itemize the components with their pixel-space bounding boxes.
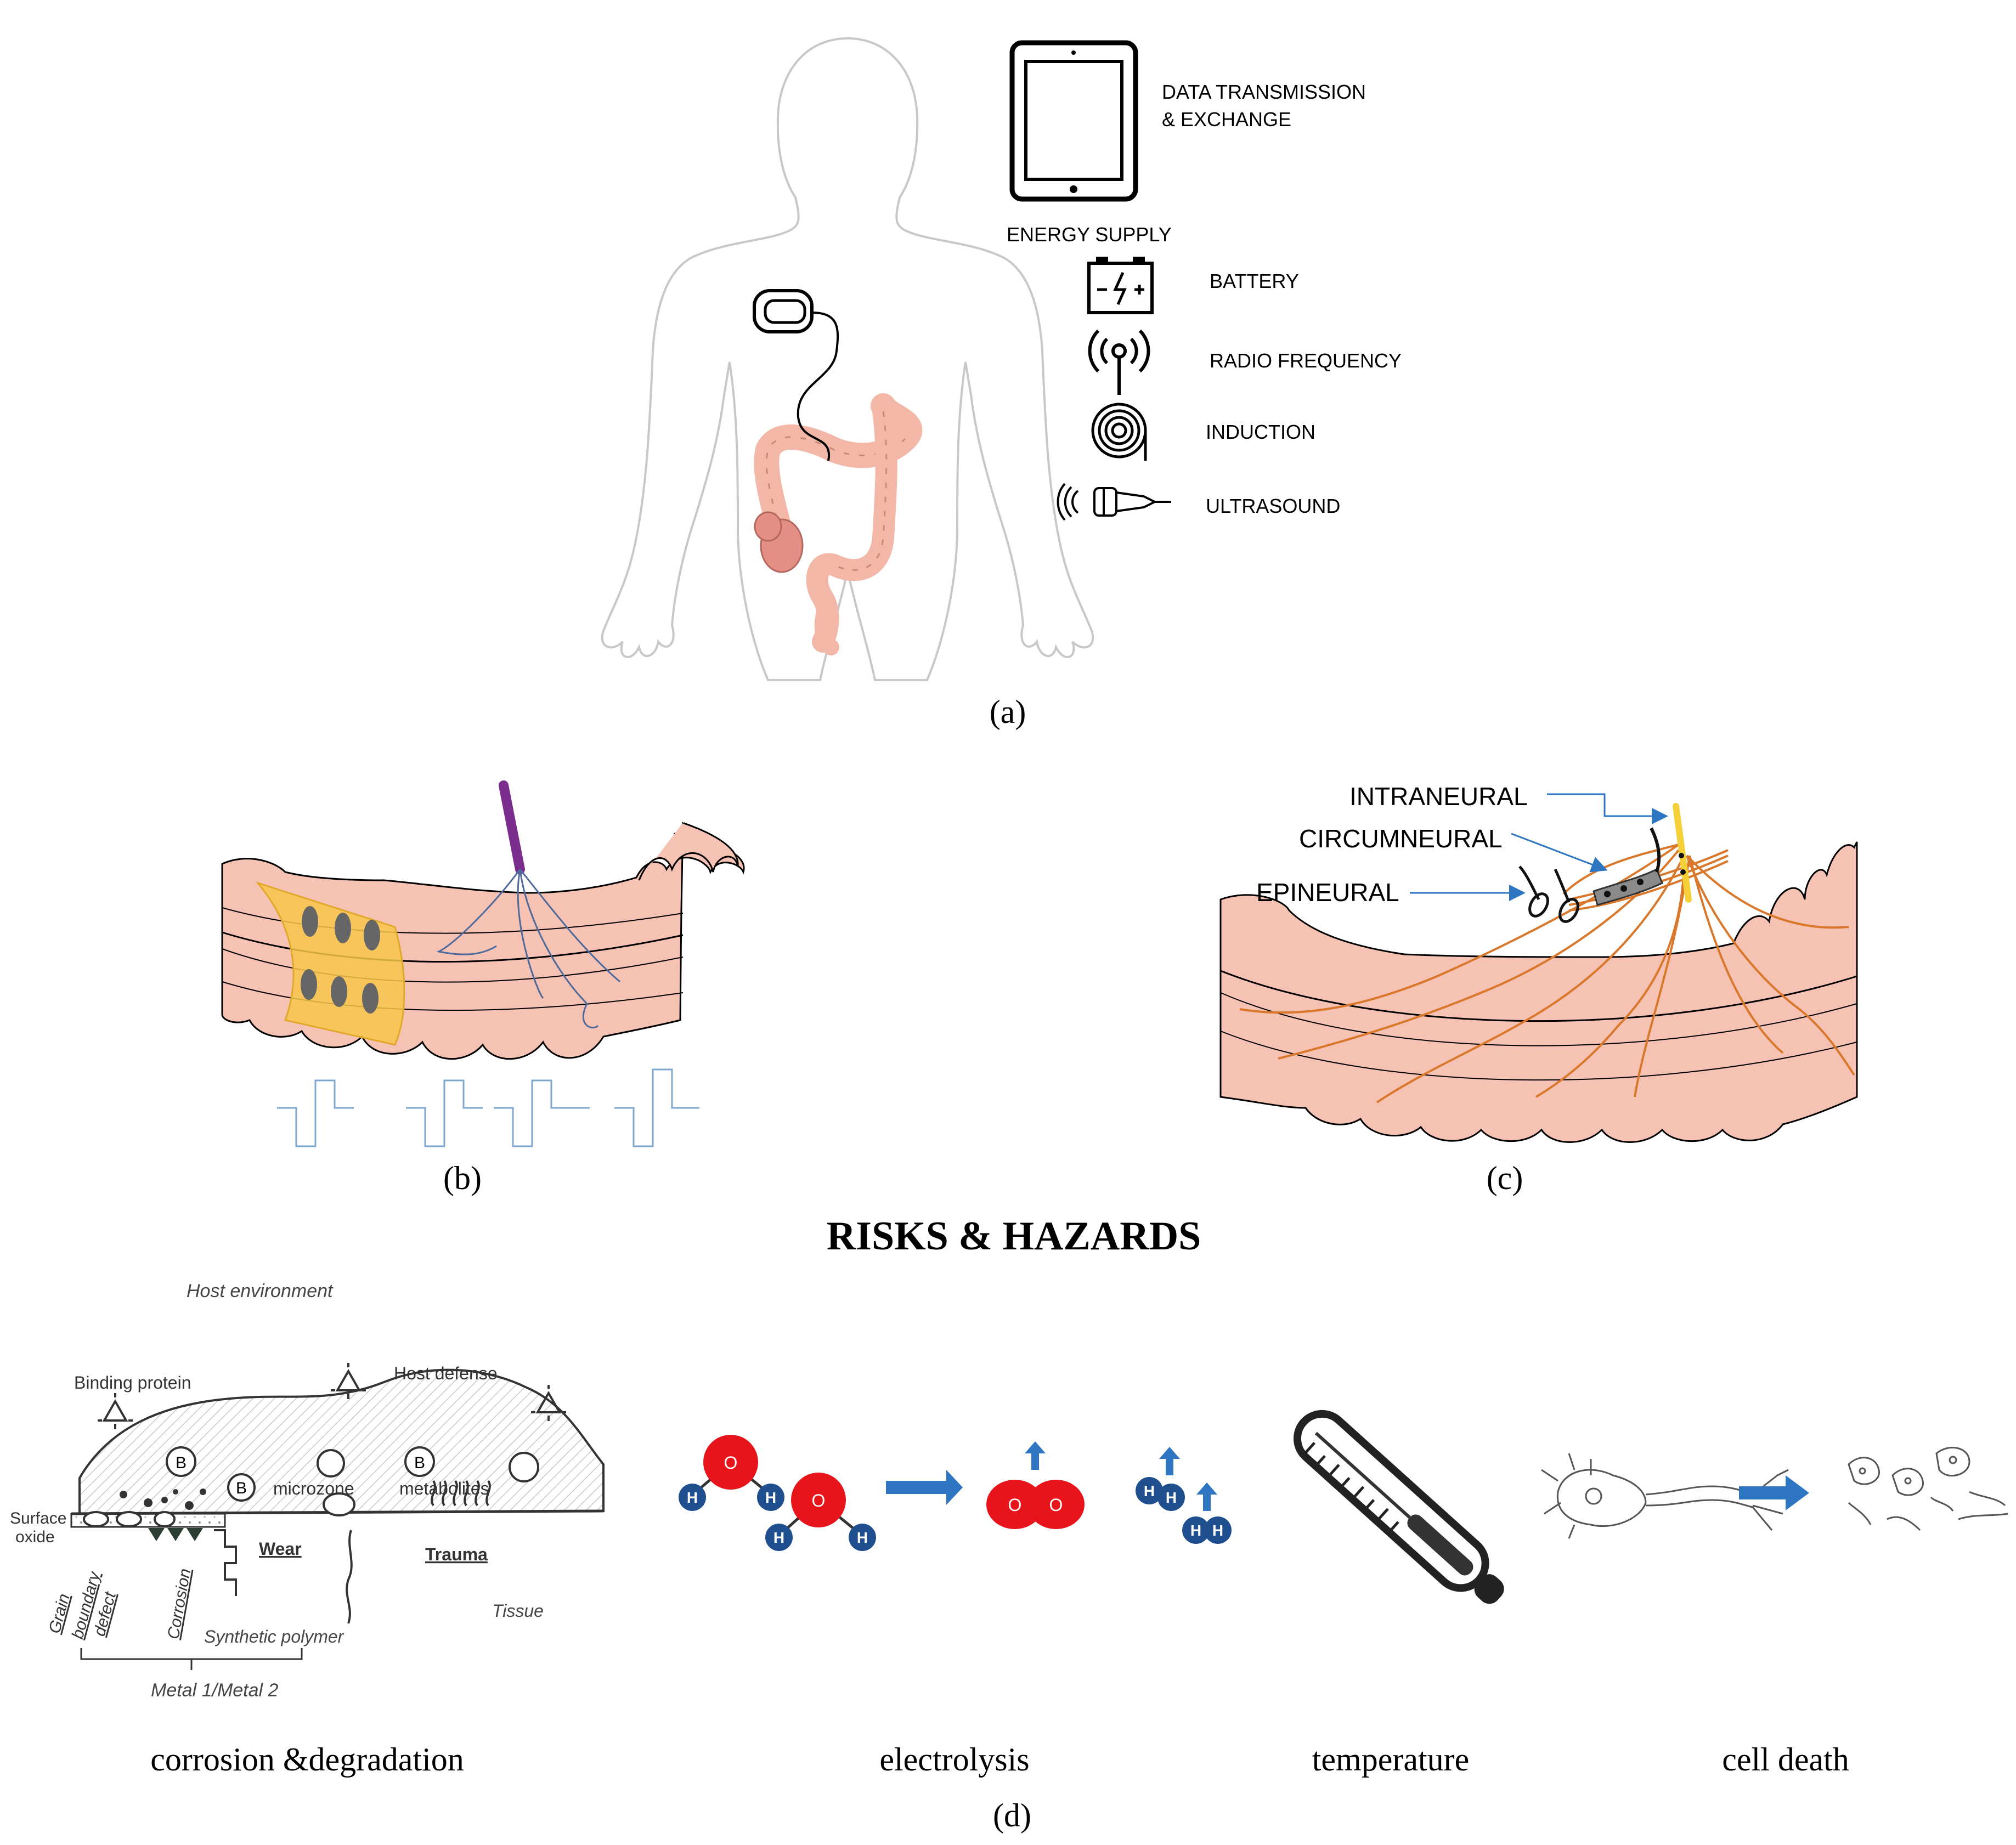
svg-text:H: H [1190,1522,1201,1539]
microzone-label: microzone [273,1479,354,1498]
svg-text:H: H [1144,1482,1155,1499]
surface-oxide-line1: Surface [10,1509,66,1527]
electrolysis-diagram: O H H O H H O O [679,1435,1232,1551]
oxygen-molecule: O O [986,1441,1085,1529]
wear-label: Wear [259,1539,302,1559]
cell-death-arrow-shape [1739,1475,1809,1510]
tablet-icon [1009,40,1138,202]
svg-text:O: O [724,1453,738,1473]
panel-a: DATA TRANSMISSION & EXCHANGE ENERGY SUPP… [601,37,1402,730]
battery-label: BATTERY [1210,270,1299,292]
trauma-label: Trauma [425,1544,488,1564]
nerve-fibers [1239,844,1855,1103]
metal-bracket [80,1648,303,1670]
tissue-label: Tissue [492,1601,544,1621]
hydrogen-molecules: H H H H [1136,1447,1232,1544]
risks-hazards-title: RISKS & HAZARDS [827,1214,1201,1259]
needle-electrode [436,780,620,1029]
battery-icon [1087,257,1154,314]
svg-text:H: H [687,1489,698,1506]
host-defense-label: Host defense [394,1363,498,1383]
label-corrosion-degradation: corrosion &degradation [150,1741,464,1778]
stimulation-waveform [277,1068,699,1147]
label-cell-death: cell death [1722,1741,1849,1778]
grain-label: Grain [46,1592,74,1635]
corrosion-pits [148,1528,203,1541]
colon-anatomy [754,393,923,655]
colon-segment-c [1219,841,1858,1143]
svg-text:H: H [773,1529,784,1546]
thermometer-icon [1293,1410,1504,1604]
data-transmission-line1: DATA TRANSMISSION [1162,81,1366,103]
dead-cell-fragments [1848,1446,2008,1531]
b-cell-1: B [176,1454,187,1472]
cuff-electrode [1593,827,1686,906]
surface-oxide-line2: oxide [15,1528,55,1546]
svg-text:H: H [1166,1489,1177,1506]
water-molecule-2: O H H [765,1473,876,1551]
circumneural-label: CIRCUMNEURAL [1299,824,1503,853]
electrolysis-arrow [886,1470,963,1505]
cells [83,1446,539,1527]
epineural-electrodes [1518,865,1579,923]
caption-a: (a) [990,694,1026,730]
binding-protein-label: Binding protein [74,1373,191,1393]
ultrasound-probe-icon [1057,483,1171,521]
svg-text:H: H [1212,1522,1223,1539]
b-cell-3: B [414,1454,425,1472]
b-cell-2: B [236,1479,247,1497]
data-transmission-line2: & EXCHANGE [1162,108,1291,131]
intraneural-label: INTRANEURAL [1349,782,1528,811]
panel-d: Host environment Binding protein Host de… [10,1281,2008,1833]
corrosion-schematic: Host environment Binding protein Host de… [10,1281,605,1701]
host-environment-label: Host environment [187,1281,334,1301]
panel-c: INTRANEURAL CIRCUMNEURAL EPINEURAL (c) [1219,782,1858,1196]
ultrasound-label: ULTRASOUND [1206,495,1340,517]
caption-b: (b) [443,1160,482,1196]
induction-label: INDUCTION [1206,421,1315,443]
label-temperature: temperature [1312,1741,1470,1778]
debris-dots [120,1489,206,1510]
implant-device-icon [753,289,839,461]
radio-frequency-label: RADIO FREQUENCY [1210,349,1402,372]
intraneural-arrow [1547,793,1668,824]
radio-frequency-icon [1088,329,1150,395]
caption-c: (c) [1487,1160,1523,1196]
svg-text:O: O [812,1491,826,1510]
caption-d: (d) [993,1797,1031,1833]
energy-supply-label: ENERGY SUPPLY [1007,223,1172,246]
svg-text:O: O [1049,1495,1063,1515]
antibody-triangles [98,1363,566,1429]
metal-label: Metal 1/Metal 2 [151,1680,279,1701]
panel-b: (b) [221,780,745,1196]
label-electrolysis: electrolysis [879,1741,1029,1778]
circumneural-arrow [1511,833,1608,873]
svg-text:H: H [857,1529,868,1546]
svg-text:O: O [1008,1495,1022,1515]
epineural-label: EPINEURAL [1256,878,1399,907]
synthetic-polymer-label: Synthetic polymer [204,1627,345,1646]
svg-text:H: H [765,1489,776,1506]
water-molecule-1: O H H [679,1435,784,1511]
patch-electrode [255,881,405,1046]
trauma-squiggles [431,1480,491,1507]
corrosion-schematic-label: Corrosion [164,1567,194,1640]
induction-coil-icon [1091,403,1147,461]
